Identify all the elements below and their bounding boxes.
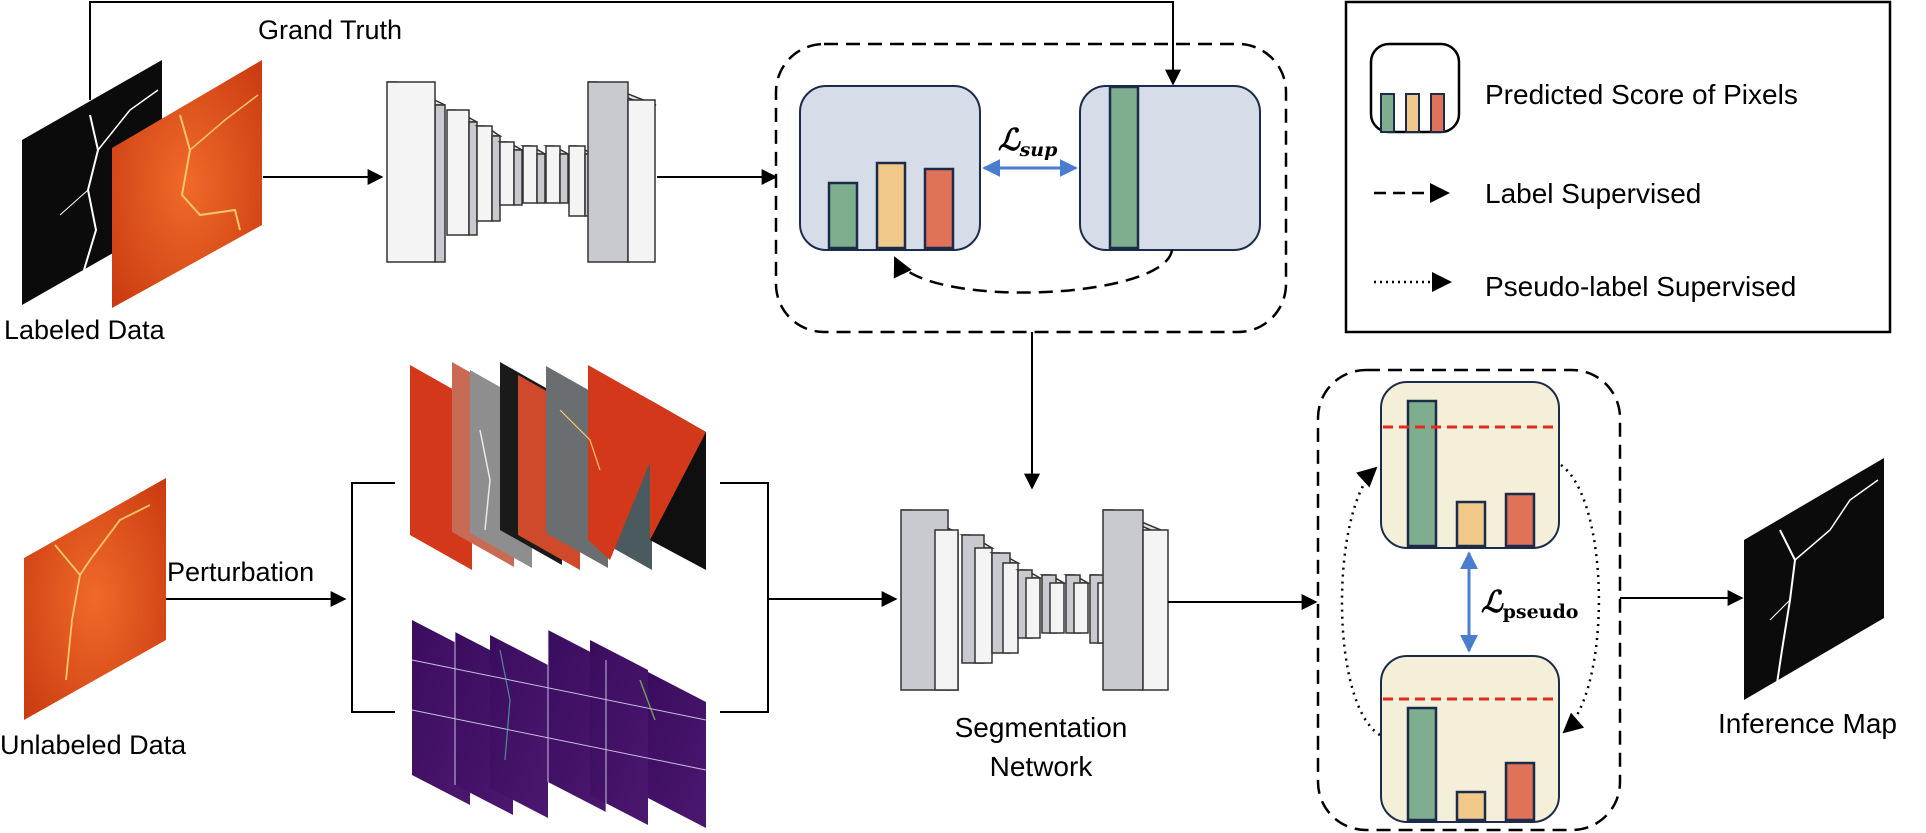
pseudo-supervised-group (1316, 368, 1622, 832)
unlabeled-data-label: Unlabeled Data (0, 730, 187, 760)
labeled-data-label: Labeled Data (4, 315, 166, 345)
pseudo-top-bar-green (1406, 399, 1438, 548)
pseudo-top-bar-red (1504, 492, 1536, 548)
pseudo-bottom-bar-green (1406, 706, 1438, 822)
prediction-card (799, 85, 981, 251)
inference-map-image (1744, 458, 1884, 700)
label-supervised-loop (893, 249, 1174, 294)
perturbation-bracket-left (351, 482, 395, 713)
pseudo-card-bottom (1380, 655, 1560, 823)
heatmap-grids (411, 620, 707, 828)
pseudo-top-bar-yellow (1455, 500, 1487, 548)
pseudo-loop-right (1560, 463, 1601, 734)
pred-bar-green (827, 181, 859, 250)
supervised-group (774, 42, 1288, 334)
perturbation-bracket-right (720, 482, 769, 713)
segmentation-label-line1: Segmentation (955, 712, 1128, 743)
grand-truth-label: Grand Truth (258, 15, 402, 45)
legend-label-supervised: Label Supervised (1485, 178, 1701, 209)
top-network-icon (386, 81, 657, 263)
segmentation-network-icon (900, 509, 1169, 691)
segmentation-label-line2: Network (990, 751, 1094, 782)
pseudo-loop-left (1340, 466, 1381, 737)
pseudo-bottom-bar-red (1504, 761, 1536, 822)
perturbed-images-stack (410, 362, 706, 570)
legend-score-label: Predicted Score of Pixels (1485, 79, 1798, 110)
labeled-crack-image (112, 60, 262, 308)
labeled-data-images (22, 60, 262, 308)
loss-pseudo-label: ℒpseudo (1481, 585, 1578, 623)
label-bar-green (1108, 85, 1140, 250)
legend-score-icon (1369, 42, 1461, 134)
pred-bar-yellow (875, 161, 907, 250)
loss-sup-label: ℒsup (998, 123, 1058, 161)
unlabeled-crack-image (24, 478, 166, 720)
ground-truth-arrow (89, 1, 1181, 100)
inference-map-label: Inference Map (1718, 708, 1897, 739)
perturbation-label: Perturbation (167, 557, 314, 587)
pseudo-bottom-bar-yellow (1455, 790, 1487, 822)
legend: Predicted Score of Pixels Label Supervis… (1344, 0, 1892, 334)
label-card (1079, 85, 1261, 251)
pred-bar-red (923, 167, 955, 250)
pseudo-card-top (1380, 381, 1560, 549)
legend-pseudo-supervised: Pseudo-label Supervised (1485, 271, 1796, 302)
